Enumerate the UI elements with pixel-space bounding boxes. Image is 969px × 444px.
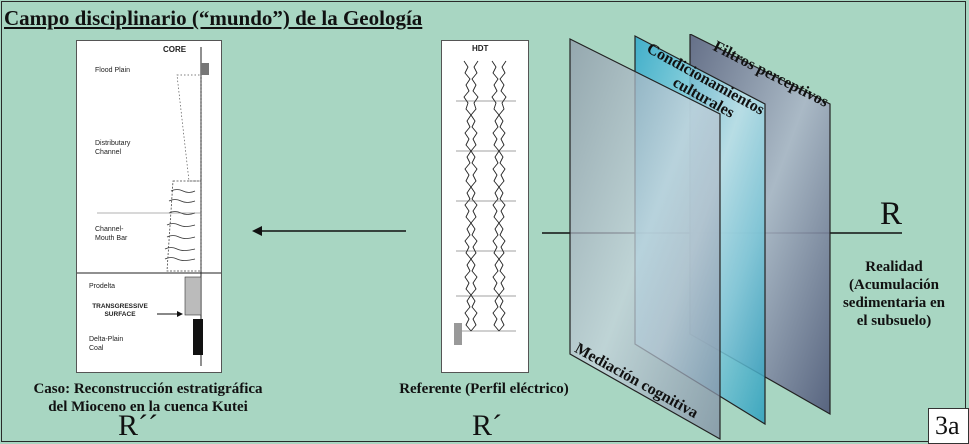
plane-mediacion: [569, 38, 721, 441]
facies-transgressive-surface: TRANSGRESSIVE SURFACE: [92, 303, 148, 318]
facies-flood-plain: Flood Plain: [95, 67, 131, 74]
hdt-log-graphic: [454, 60, 516, 345]
hdt-header: HDT: [472, 44, 489, 53]
facies-channel-mouth-bar: Channel-Mouth Bar: [95, 226, 128, 242]
figure-title: Campo disciplinario (“mundo”) de la Geol…: [4, 6, 423, 30]
core-caption-line1: Caso: Reconstrucción estratigráfica: [33, 381, 263, 397]
core-caption: Caso: Reconstrucción estratigráfica del …: [20, 380, 276, 416]
core-log-panel: CORE Flood Plain Distributary Channel Ch…: [76, 40, 222, 373]
realidad-line4: el subsuelo): [856, 313, 932, 329]
realidad-text: Realidad (Acumulación sedimentaria en el…: [820, 258, 968, 330]
facies-distributary-channel: Distributary Channel: [95, 140, 131, 156]
r-double-prime-label: R´´: [118, 409, 158, 442]
arrow-to-core: [252, 226, 406, 236]
figure-tag: 3a: [928, 408, 969, 444]
realidad-line1: Realidad: [865, 259, 923, 275]
realidad-line3: sedimentaria en: [842, 295, 946, 311]
mediation-planes: [569, 34, 831, 441]
core-header: CORE: [163, 45, 187, 54]
r-prime-label: R´: [472, 409, 502, 442]
core-log-graphic: [77, 47, 221, 366]
facies-prodelta: Prodelta: [89, 283, 116, 290]
realidad-line2: (Acumulación: [849, 277, 939, 293]
hdt-log-panel: HDT: [441, 40, 529, 373]
core-caption-line2: del Mioceno en la cuenca Kutei: [48, 399, 248, 415]
facies-delta-plain-coal: Delta-Plain Coal: [89, 336, 124, 352]
hdt-caption: Referente (Perfil eléctrico): [399, 381, 569, 397]
r-reality-label: R: [880, 196, 903, 232]
